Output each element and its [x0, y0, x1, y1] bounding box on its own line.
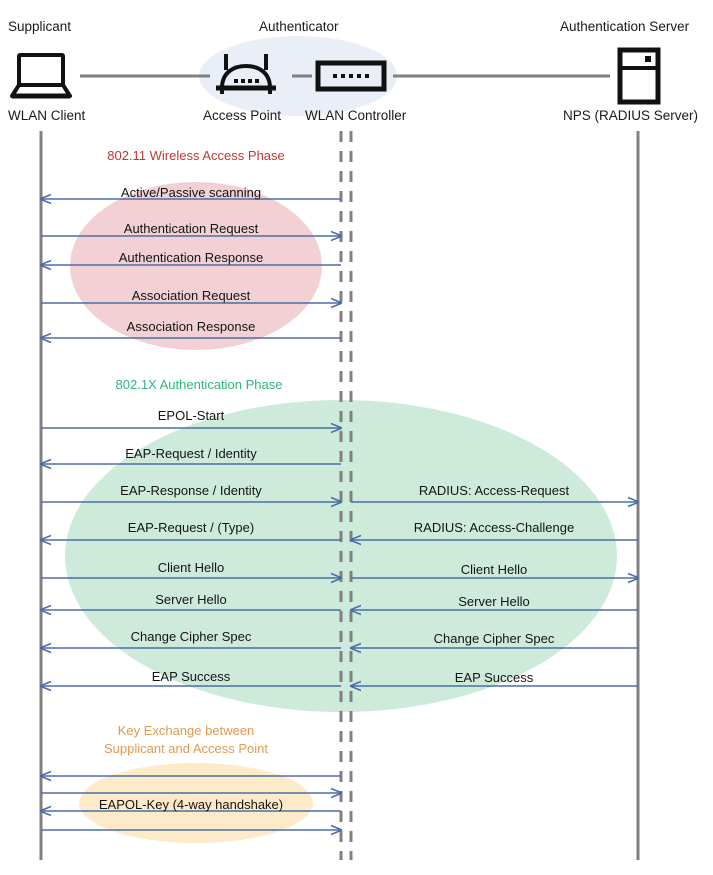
m-radius-access-challenge-label: RADIUS: Access-Challenge — [413, 520, 575, 535]
m-eap-success-right-label: EAP Success — [454, 670, 534, 685]
wireless-access-phase-ellipse — [70, 182, 322, 350]
m-association-response-label: Association Response — [126, 319, 256, 334]
message-arrow-layer — [41, 199, 638, 830]
m-eapol-key-label: EAPOL-Key (4-way handshake) — [98, 797, 284, 812]
phase-title-dot1x: 802.1X Authentication Phase — [115, 377, 283, 392]
m-change-cipher-spec-left-label: Change Cipher Spec — [130, 629, 252, 644]
m-radius-access-request-label: RADIUS: Access-Request — [418, 483, 570, 498]
node-caption-wlan-client: WLAN Client — [8, 108, 86, 123]
m-server-hello-right-label: Server Hello — [458, 594, 530, 609]
phase-title-wireless-access: 802.11 Wireless Access Phase — [107, 148, 285, 163]
phase-title-key-exchange-line1: Key Exchange between — [117, 723, 255, 738]
phase-title-key-exchange: Key Exchange between Supplicant and Acce… — [104, 722, 268, 757]
node-caption-nps-server: NPS (RADIUS Server) — [563, 108, 699, 123]
node-caption-access-point: Access Point — [203, 108, 282, 123]
m-client-hello-right-label: Client Hello — [460, 562, 528, 577]
key-exchange-phase-ellipse — [79, 763, 313, 843]
m-eap-request-type-label: EAP-Request / (Type) — [127, 520, 255, 535]
m-eap-response-identity-label: EAP-Response / Identity — [120, 483, 262, 498]
m-epol-start-label: EPOL-Start — [157, 408, 225, 423]
phase-title-key-exchange-line2: Supplicant and Access Point — [103, 740, 269, 756]
m-eap-success-left-label: EAP Success — [151, 669, 231, 684]
m-authentication-request-label: Authentication Request — [123, 221, 259, 236]
role-title-supplicant: Supplicant — [8, 19, 72, 34]
m-change-cipher-spec-right-label: Change Cipher Spec — [433, 631, 555, 646]
m-client-hello-left-label: Client Hello — [157, 560, 225, 575]
node-caption-wlan-controller: WLAN Controller — [305, 108, 407, 123]
role-title-authentication-server: Authentication Server — [560, 19, 690, 34]
m-association-request-label: Association Request — [131, 288, 251, 303]
m-authentication-response-label: Authentication Response — [118, 250, 264, 265]
m-active-passive-scanning-label: Active/Passive scanning — [120, 185, 262, 200]
switch-icon — [315, 60, 387, 92]
server-icon — [617, 47, 661, 105]
wireless-router-icon — [216, 54, 276, 94]
laptop-icon — [10, 53, 72, 99]
m-eap-request-identity-label: EAP-Request / Identity — [125, 446, 257, 461]
role-title-authenticator: Authenticator — [259, 19, 339, 34]
m-server-hello-left-label: Server Hello — [155, 592, 227, 607]
